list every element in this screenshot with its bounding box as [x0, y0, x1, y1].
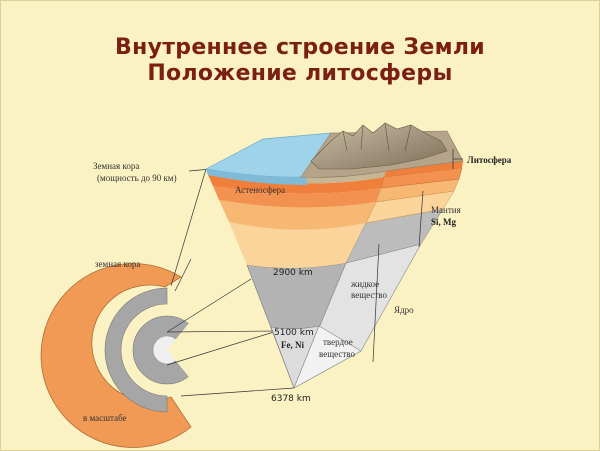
label-liquid-1: жидкое — [350, 279, 379, 289]
connector-lines — [166, 168, 295, 397]
label-solid-2: вещество — [319, 349, 355, 359]
inner-core-side — [293, 325, 362, 389]
label-crust-top: Земная кора — [93, 161, 139, 171]
layer-asthenosphere-side — [384, 161, 463, 177]
bracket-lines — [372, 149, 463, 363]
layer-middle-mantle — [219, 200, 376, 230]
label-core-elements: Fe, Ni — [281, 340, 304, 350]
layer-upper-mantle — [213, 186, 381, 208]
ocean-edge — [206, 169, 307, 185]
title-line-1: Внутреннее строение Земли — [115, 35, 485, 60]
layer-lower-mantle — [229, 222, 366, 269]
label-mantle-elements: Si, Mg — [431, 217, 457, 227]
label-depth-5100: 5100 km — [274, 328, 314, 338]
label-solid-1: твердое — [323, 337, 353, 347]
label-crust-thickness: (мощность до 90 км) — [97, 173, 177, 183]
label-mantle: Мантия — [431, 205, 461, 215]
title-line-2: Положение литосферы — [147, 61, 453, 86]
label-core: Ядро — [394, 305, 414, 315]
label-depth-2900: 2900 km — [273, 268, 313, 278]
label-scale: в масштабе — [83, 413, 127, 423]
label-depth-6378: 6378 km — [271, 394, 311, 404]
label-liquid-2: вещество — [351, 290, 387, 300]
label-lithosphere: Литосфера — [467, 155, 512, 165]
small-cross-section — [40, 263, 207, 448]
label-asthenosphere: Астеносфера — [235, 185, 285, 195]
label-crust-small: земная кора — [95, 259, 140, 269]
big-wedge — [204, 122, 464, 389]
small-section-wedge-cut — [167, 301, 207, 399]
small-section-core-ring — [104, 287, 168, 413]
